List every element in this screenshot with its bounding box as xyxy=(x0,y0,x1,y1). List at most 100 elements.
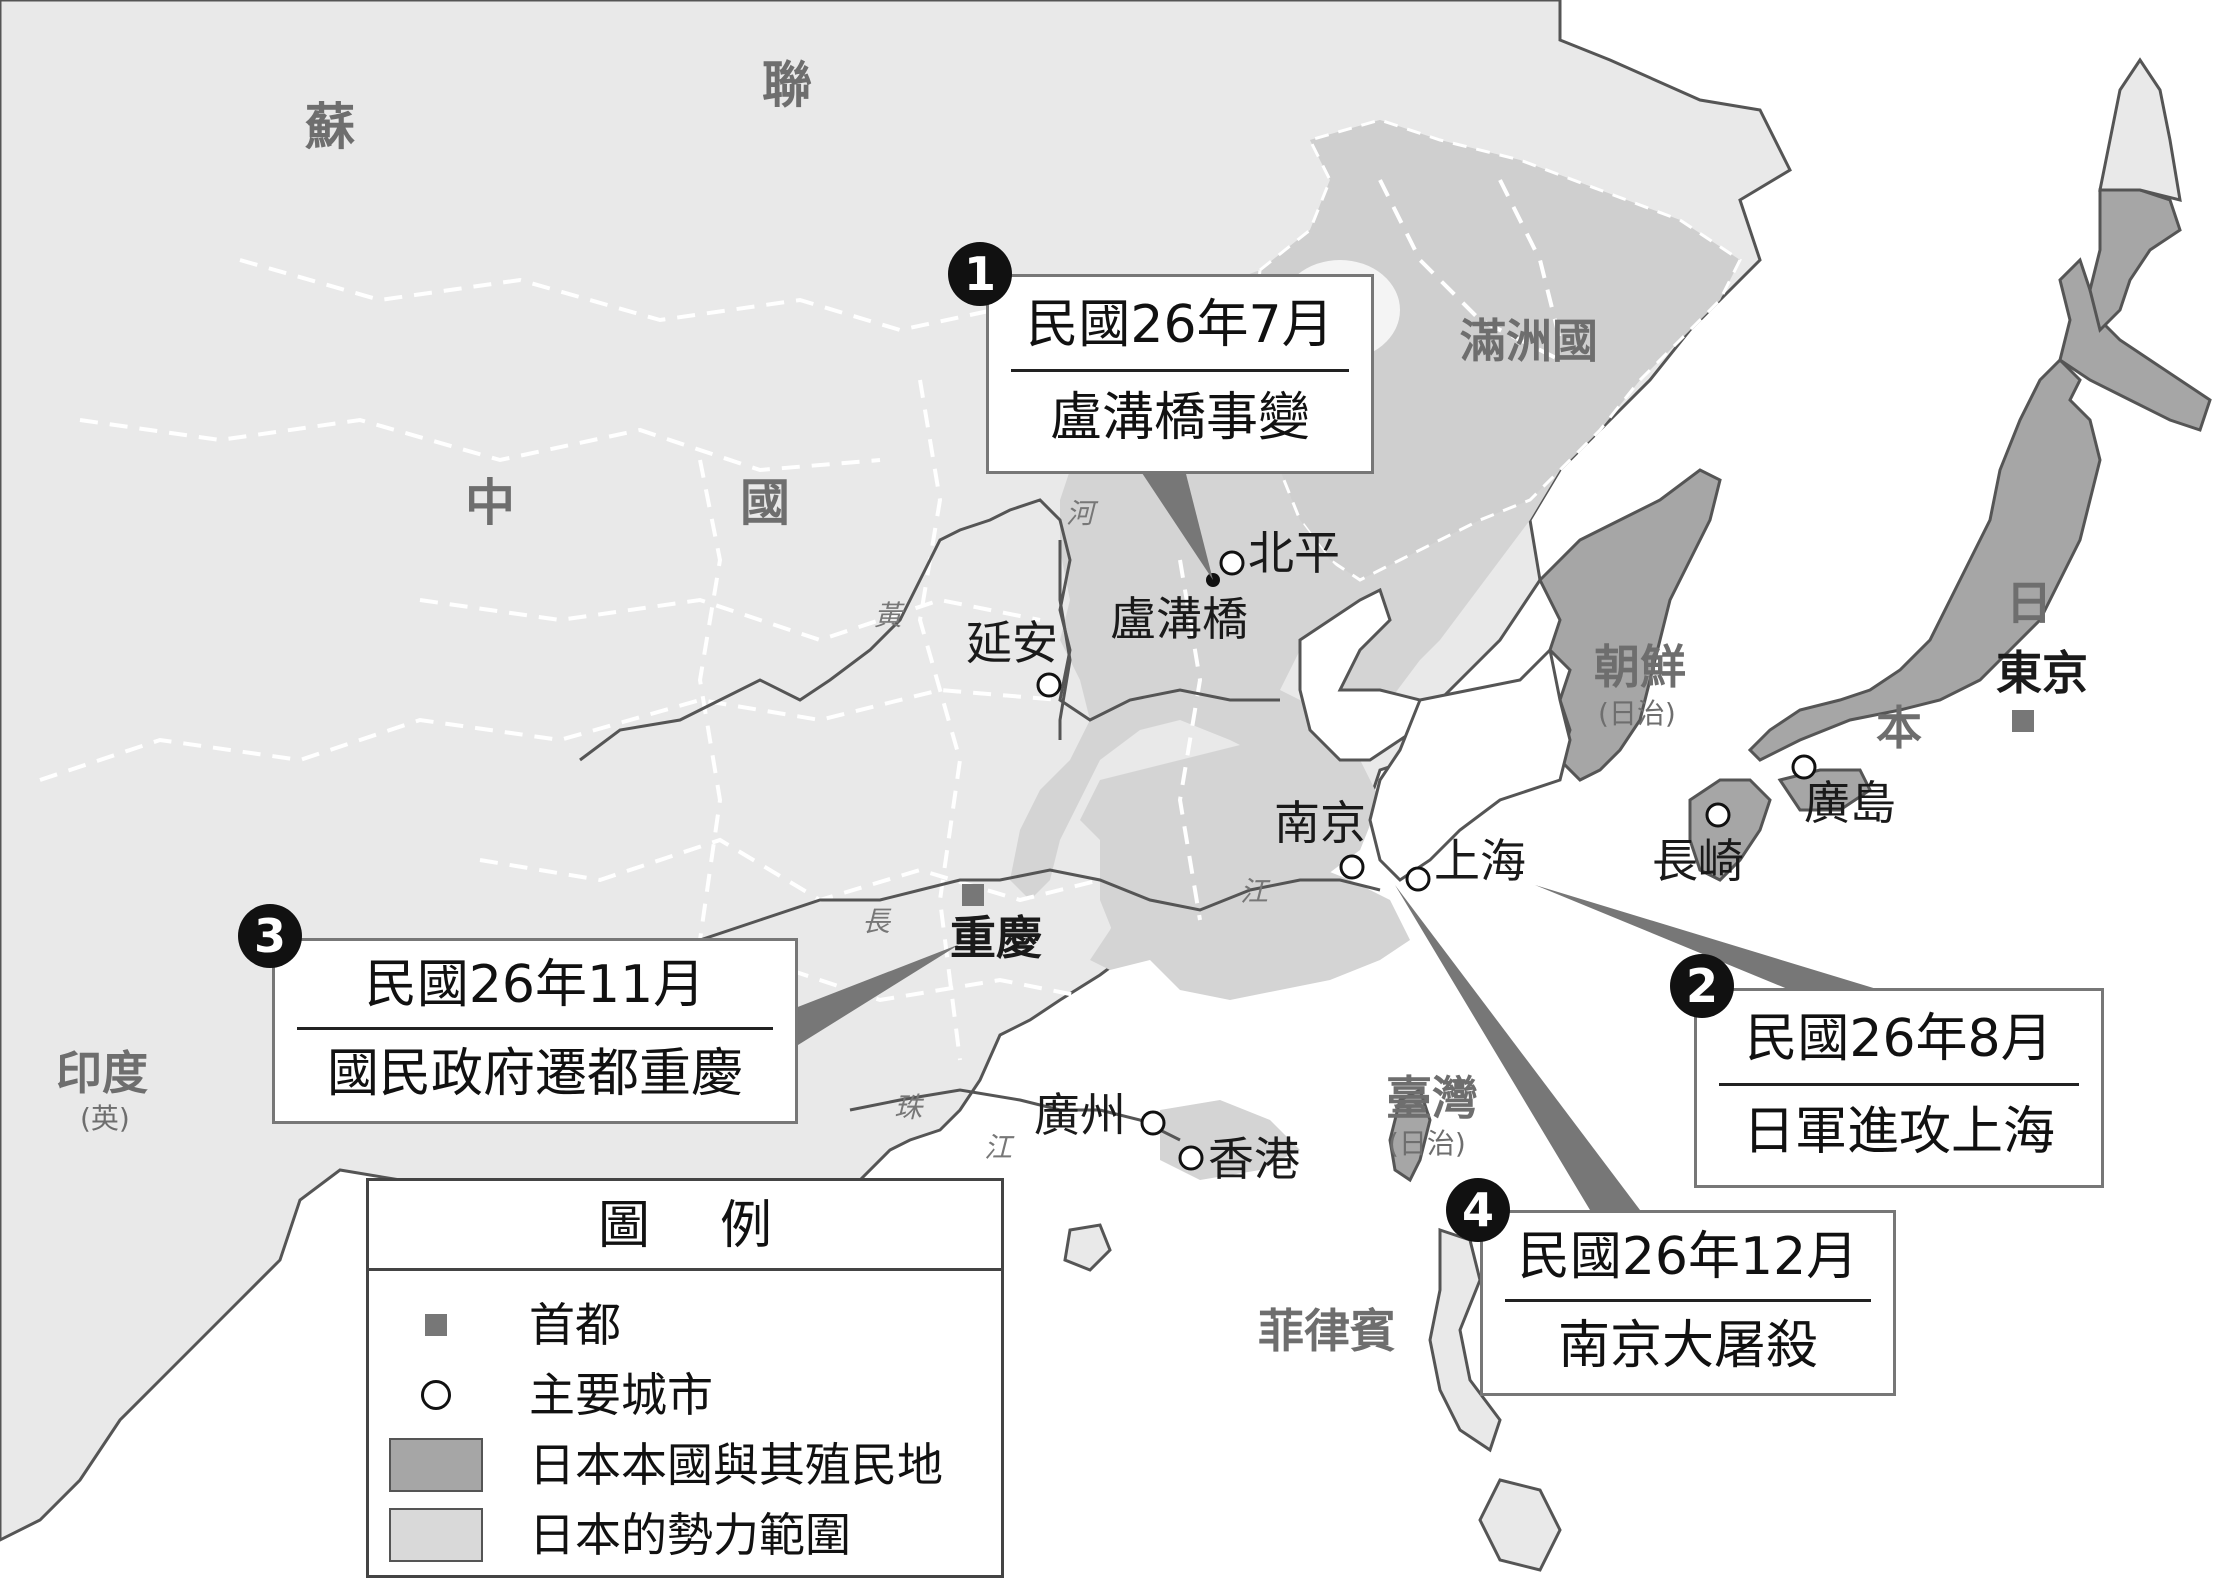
city-marker-shanghai xyxy=(1405,866,1431,892)
area-korea xyxy=(1538,468,1722,782)
label-yanan: 延安 xyxy=(966,616,1058,670)
callout-event-2: 民國26年8月 日軍進攻上海 xyxy=(1694,988,2104,1188)
label-shanghai: 上海 xyxy=(1434,834,1526,888)
callout-event-3: 民國26年11月 國民政府遷都重慶 xyxy=(272,938,798,1124)
rivers xyxy=(559,498,1381,1142)
callout-1-rule xyxy=(1011,369,1349,372)
area-taiwan xyxy=(1388,1087,1432,1183)
label-india-note: (英) xyxy=(80,1102,130,1135)
callout-4-event: 南京大屠殺 xyxy=(1557,1316,1818,1376)
callout-event-1: 民國26年7月 盧溝橋事變 xyxy=(986,274,1374,474)
callout-3-date: 民國26年11月 xyxy=(364,955,706,1015)
legend-label-influence: 日本的勢力範圍 xyxy=(529,1508,851,1562)
callout-pointer-1 xyxy=(1140,470,1213,580)
label-yangtze-2: 江 xyxy=(1240,875,1269,908)
label-taiwan: 臺灣 xyxy=(1386,1071,1478,1125)
area-philippines xyxy=(1428,1227,1502,1453)
legend-label-colony: 日本本國與其殖民地 xyxy=(529,1438,943,1492)
label-korea: 朝鮮 xyxy=(1594,640,1686,694)
label-japan-top: 日 xyxy=(2006,576,2052,630)
city-marker-yanan xyxy=(1036,672,1062,698)
area-japan-kyushu xyxy=(1688,778,1772,882)
city-markers xyxy=(1036,550,1817,1171)
label-soviet-left: 蘇 xyxy=(305,98,355,156)
label-yangtze-1: 長 xyxy=(862,905,891,938)
label-hongkong: 香港 xyxy=(1208,1132,1300,1186)
callout-4-date: 民國26年12月 xyxy=(1517,1227,1859,1287)
outline-shaanxi xyxy=(1058,540,1072,740)
area-philippines-south xyxy=(1478,1478,1562,1572)
callout-2-rule xyxy=(1719,1083,2079,1086)
label-lugouqiao: 盧溝橋 xyxy=(1110,592,1248,646)
callout-1-date: 民國26年7月 xyxy=(1026,295,1334,355)
city-marker-guangzhou xyxy=(1140,1110,1166,1136)
capital-marker-tokyo xyxy=(2012,710,2034,732)
label-soviet-right: 聯 xyxy=(762,56,812,114)
label-taiwan-note: (日治) xyxy=(1388,1127,1466,1160)
label-tokyo: 東京 xyxy=(1996,646,2088,700)
label-hiroshima: 廣島 xyxy=(1804,776,1896,830)
legend-capital-square-icon xyxy=(389,1296,483,1356)
label-japan-bottom: 本 xyxy=(1876,701,1922,755)
callout-pointer-2 xyxy=(1535,885,1880,990)
area-japan-honshu xyxy=(1747,357,2102,762)
label-manchukuo: 滿洲國 xyxy=(1460,314,1598,368)
badge-event-2: 2 xyxy=(1670,954,1734,1018)
callout-1-event: 盧溝橋事變 xyxy=(1049,388,1310,448)
legend-swatch-light-icon xyxy=(389,1506,483,1566)
area-japan-shikoku xyxy=(1777,768,1872,812)
legend-label-capital: 首都 xyxy=(529,1298,621,1352)
legend-city-circle-icon xyxy=(389,1366,483,1426)
city-marker-beiping xyxy=(1219,550,1245,576)
label-korea-note: (日治) xyxy=(1598,697,1676,730)
callout-pointer-3 xyxy=(790,944,960,1050)
city-marker-nanjing xyxy=(1339,854,1365,880)
legend-title: 圖例 xyxy=(369,1181,1001,1271)
area-japan-sakhalin xyxy=(2088,188,2182,333)
callout-2-date: 民國26年8月 xyxy=(1745,1009,2053,1069)
river-pearl xyxy=(849,1088,1181,1142)
label-china-left: 中 xyxy=(465,474,515,532)
area-sakhalin-north xyxy=(2098,57,2182,203)
label-beiping: 北平 xyxy=(1248,526,1340,580)
legend-item-colony: 日本本國與其殖民地 xyxy=(389,1436,989,1496)
badge-event-3: 3 xyxy=(238,904,302,968)
legend-item-city: 主要城市 xyxy=(389,1366,989,1426)
area-hainan xyxy=(1063,1223,1112,1272)
legend-swatch-dark-icon xyxy=(389,1436,483,1496)
label-chongqing: 重慶 xyxy=(950,911,1042,965)
river-yangtze xyxy=(559,868,1381,982)
area-japan-hokkaido xyxy=(2058,257,2212,432)
city-marker-nagasaki xyxy=(1705,802,1731,828)
city-marker-hiroshima xyxy=(1791,754,1817,780)
legend-label-city: 主要城市 xyxy=(529,1368,713,1422)
callout-pointer-4 xyxy=(1395,885,1640,1210)
label-yellow-river-2: 河 xyxy=(1066,497,1095,530)
callout-2-event: 日軍進攻上海 xyxy=(1742,1102,2055,1162)
city-marker-hongkong xyxy=(1178,1145,1204,1171)
river-yellow xyxy=(579,498,1280,762)
legend: 圖例 首都 主要城市 日本本國與其殖民地 日本的勢力範圍 xyxy=(366,1178,1004,1578)
callout-4-rule xyxy=(1505,1299,1871,1302)
label-pearl-1: 珠 xyxy=(894,1091,923,1124)
label-china-right: 國 xyxy=(740,474,790,532)
badge-event-1: 1 xyxy=(948,242,1012,306)
label-guangzhou: 廣州 xyxy=(1034,1088,1126,1142)
label-india: 印度 xyxy=(56,1046,148,1100)
label-philippines: 菲律賓 xyxy=(1258,1304,1396,1358)
coast-bohai xyxy=(1298,587,1432,762)
badge-event-4: 4 xyxy=(1446,1178,1510,1242)
label-yellow-river-1: 黃 xyxy=(874,599,903,632)
callout-3-rule xyxy=(297,1027,773,1030)
legend-item-influence: 日本的勢力範圍 xyxy=(389,1506,989,1566)
label-nagasaki: 長崎 xyxy=(1652,834,1744,888)
capital-marker-chongqing xyxy=(962,884,984,906)
legend-item-capital: 首都 xyxy=(389,1296,989,1356)
callout-event-4: 民國26年12月 南京大屠殺 xyxy=(1480,1210,1896,1396)
sea-yellow xyxy=(1368,646,1572,882)
callout-3-event: 國民政府遷都重慶 xyxy=(326,1044,743,1104)
label-nanjing: 南京 xyxy=(1274,796,1366,850)
label-pearl-2: 江 xyxy=(984,1131,1013,1164)
